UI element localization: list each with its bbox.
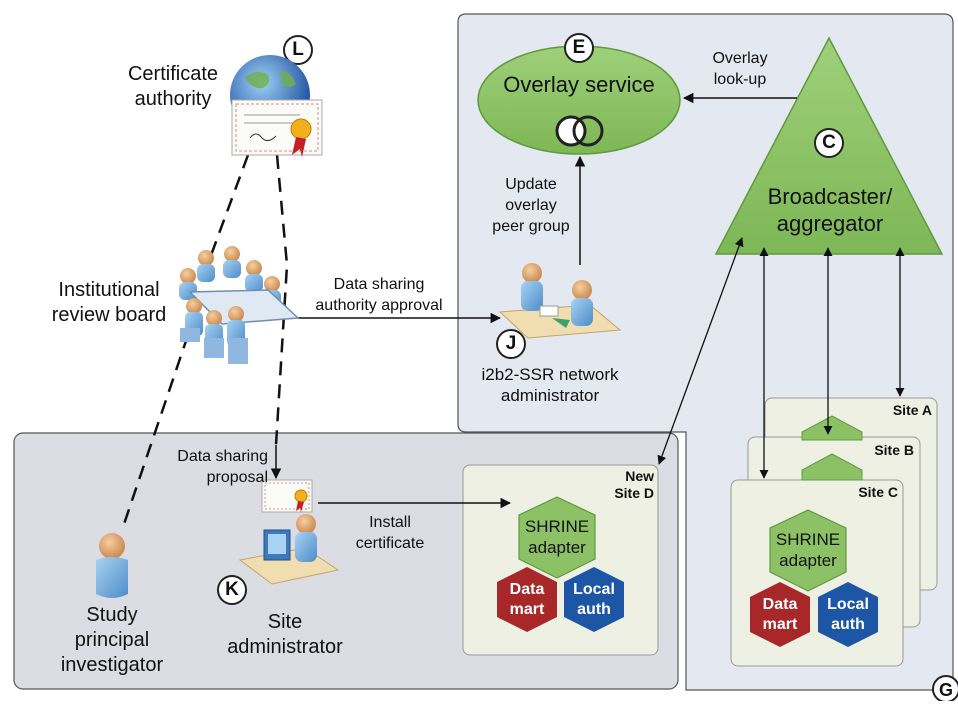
marker-c: C	[822, 132, 836, 153]
update-overlay-label: Update overlay peer group	[492, 176, 570, 235]
site-c-data-mart-label: Data mart	[762, 596, 798, 633]
site-b-label: Site B	[874, 442, 914, 458]
network-admin-icon	[498, 263, 622, 339]
site-c-shrine-hexagon	[769, 509, 847, 592]
overlay-rings-icon-2	[572, 115, 604, 147]
network-admin-label: i2b2-SSR network administrator	[481, 365, 619, 405]
site-d-data-mart-label: Data mart	[509, 581, 545, 618]
site-c-label: Site C	[858, 484, 898, 500]
marker-g: G	[938, 680, 953, 700]
ca-to-site-admin-dashed	[274, 154, 289, 446]
broadcaster-label: Broadcaster/ aggregator	[767, 184, 893, 236]
site-c-local-auth-label: Local auth	[827, 596, 869, 633]
certificate-small-icon	[261, 479, 313, 513]
site-b-hexagon-peek	[801, 453, 863, 481]
marker-k: K	[225, 579, 239, 600]
irb-label: Institutional review board	[51, 279, 167, 326]
authority-approval-label: Data sharing authority approval	[315, 276, 443, 314]
site-admin-icon	[238, 514, 340, 585]
marker-e: E	[572, 37, 586, 58]
marker-k-circle	[217, 575, 247, 605]
site-d-local-auth-label: Local auth	[573, 581, 615, 618]
site-a-label: Site A	[892, 402, 932, 418]
certificate-authority-icon	[230, 55, 323, 157]
marker-l: L	[292, 39, 304, 60]
irb-to-pi-dashed	[120, 334, 190, 531]
ca-to-irb-dashed	[208, 154, 250, 259]
install-certificate-label: Install certificate	[355, 514, 425, 552]
marker-c-circle	[814, 128, 844, 158]
site-d-shrine-hexagon	[518, 496, 596, 579]
overlay-rings-icon	[555, 115, 587, 147]
site-d-shrine-label: SHRINE adapter	[524, 517, 590, 557]
site-d-local-auth-hexagon	[564, 567, 624, 632]
irb-icon	[179, 246, 300, 364]
site-admin-label: Site administrator	[227, 611, 343, 658]
overlay-lookup-label: Overlay look-up	[712, 50, 768, 88]
marker-j-circle	[496, 329, 526, 359]
certificate-authority-label: Certificate authority	[127, 63, 219, 110]
study-pi-label: Study principal investigator	[60, 604, 164, 676]
study-pi-icon	[96, 533, 128, 598]
broadcaster-site-d-arrow	[657, 237, 744, 465]
site-d-data-mart-hexagon	[497, 567, 557, 632]
site-c-data-mart-hexagon	[750, 582, 810, 647]
marker-g-circle	[932, 675, 958, 701]
site-c-local-auth-hexagon	[818, 582, 878, 647]
overlay-service-label: Overlay service	[503, 72, 655, 97]
marker-j: J	[505, 333, 517, 354]
marker-e-circle	[564, 33, 594, 63]
marker-l-circle	[283, 35, 313, 65]
sharing-proposal-label: Data sharing proposal	[177, 448, 268, 486]
site-c-shrine-label: SHRINE adapter	[775, 530, 841, 570]
site-d-label: New Site D	[614, 468, 654, 501]
